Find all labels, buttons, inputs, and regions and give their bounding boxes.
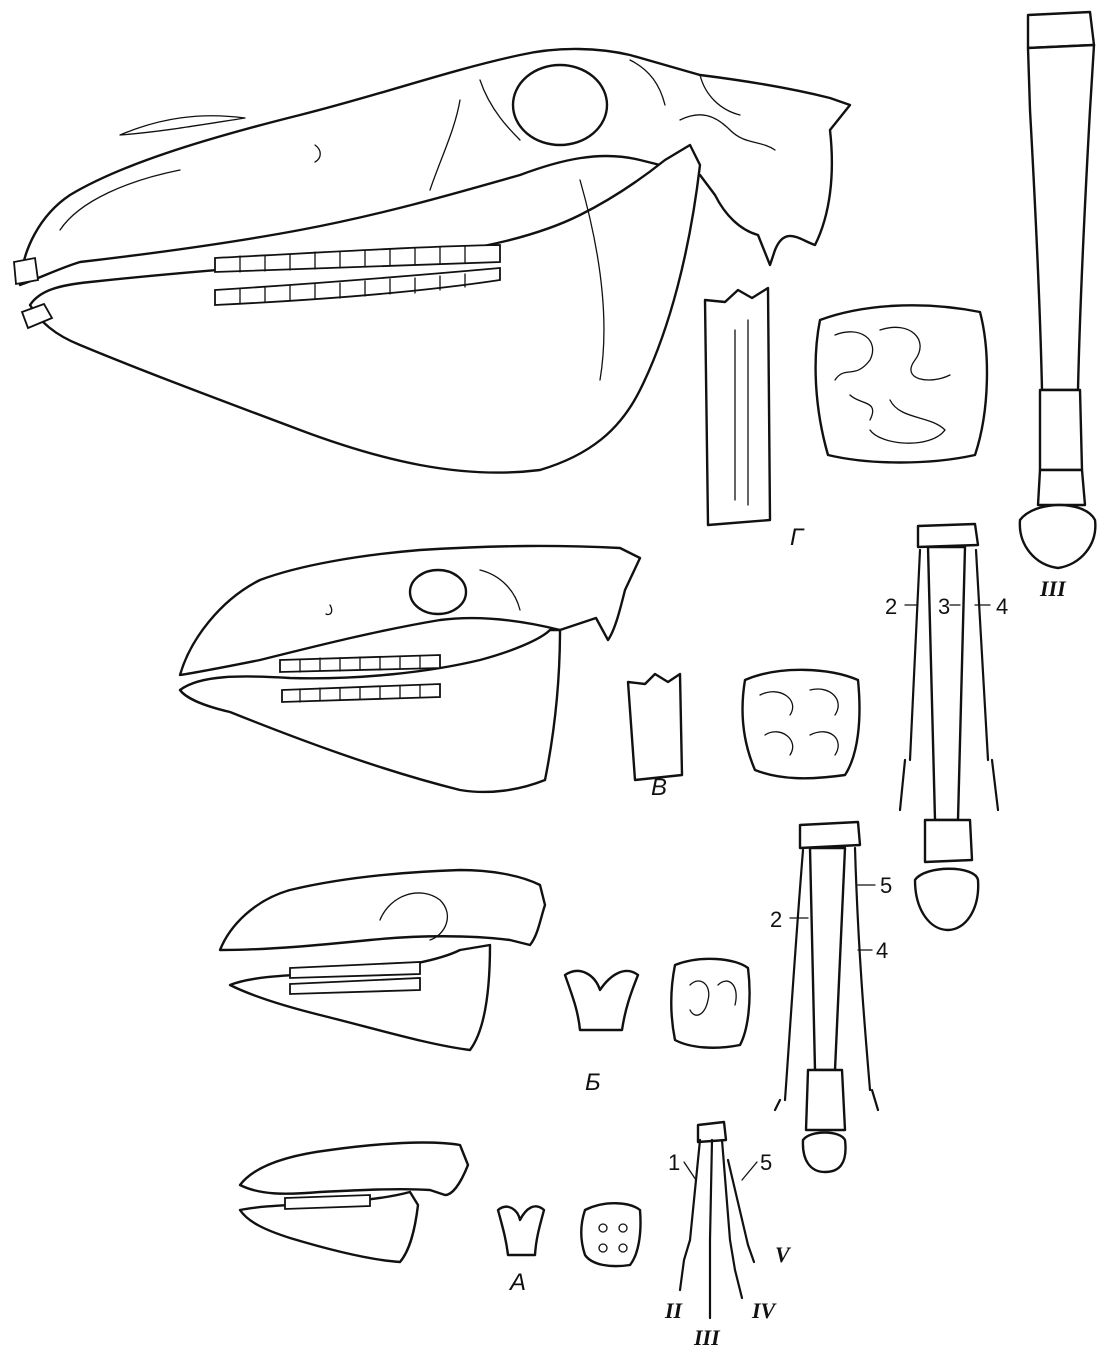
digit-label-a-iii: III [693, 1325, 721, 1350]
digit-label-a-v: V [775, 1242, 792, 1267]
digit-label-v-3: 3 [938, 594, 950, 619]
stage-label-g: Г [790, 524, 805, 551]
foot-stage-a [680, 1122, 754, 1318]
tooth-side-stage-b [565, 971, 638, 1030]
digit-label-v-4: 4 [996, 594, 1008, 619]
tooth-side-stage-v [628, 674, 682, 780]
digit-label-a-iv: IV [751, 1298, 778, 1323]
skull-stage-b [220, 870, 545, 1050]
digit-label-v-2: 2 [885, 594, 897, 619]
digit-label-a-1: 1 [668, 1150, 680, 1175]
digit-label-b-5: 5 [880, 873, 892, 898]
foot-stage-v [900, 524, 998, 930]
stage-label-v: В [651, 774, 667, 801]
stage-label-b: Б [585, 1069, 601, 1096]
foot-stage-b [775, 822, 878, 1172]
digit-label-a-ii: II [664, 1298, 684, 1323]
tooth-crown-stage-a [581, 1203, 640, 1266]
digit-label-a-5: 5 [760, 1150, 772, 1175]
skull-stage-v [180, 546, 640, 792]
foot-stage-g [1020, 12, 1095, 568]
digit-label-b-4: 4 [876, 938, 888, 963]
tooth-crown-stage-b [671, 959, 749, 1048]
skull-stage-a [240, 1143, 468, 1262]
digit-label-b-2: 2 [770, 907, 782, 932]
tooth-crown-stage-g [816, 305, 987, 462]
tooth-side-stage-a [498, 1206, 544, 1255]
digit-label-g-iii: III [1039, 576, 1067, 601]
tooth-side-stage-g [705, 288, 770, 525]
stage-label-a: А [508, 1269, 526, 1296]
tooth-crown-stage-v [742, 670, 859, 778]
